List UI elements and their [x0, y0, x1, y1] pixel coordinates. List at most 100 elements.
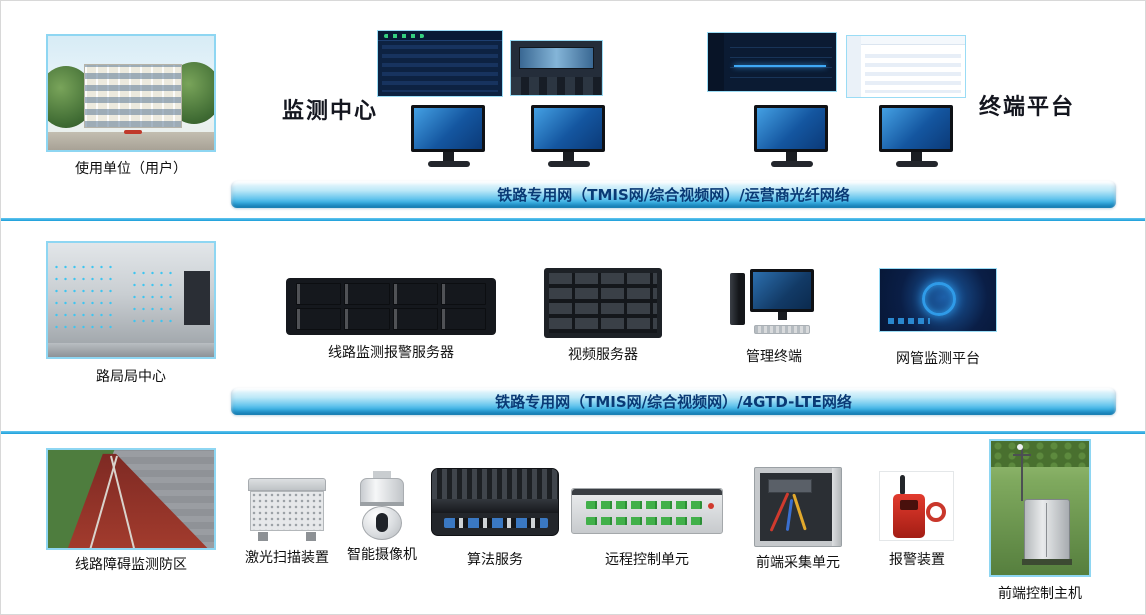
pc-screen [757, 108, 825, 149]
rcu-top-strip [572, 489, 722, 495]
tier-separator-1 [1, 218, 1145, 221]
cable-coil [926, 502, 946, 522]
pc-stand [778, 312, 787, 320]
server-rack-art-left [52, 261, 116, 337]
screenshot-sidebar [708, 33, 724, 91]
workstation-3 [732, 105, 828, 171]
alarm-device [879, 471, 954, 541]
cabinet-base [1022, 559, 1072, 565]
sensor-pole [1021, 447, 1023, 501]
pc-tower [509, 109, 526, 167]
video-server [544, 268, 662, 338]
drive-bay [344, 308, 390, 330]
alarm-server-label: 线路监测报警服务器 [328, 345, 454, 361]
management-terminal-label: 管理终端 [746, 349, 802, 365]
server-rack-art-right [184, 271, 210, 325]
algorithm-service-device [431, 468, 559, 536]
foliage-art [991, 441, 1089, 467]
scanner-leg [258, 532, 268, 541]
scanner-leg [306, 532, 316, 541]
bureau-center-label: 路局局中心 [96, 369, 166, 385]
pc-screen [753, 272, 811, 309]
frontend-control-host-label: 前端控制主机 [998, 586, 1082, 602]
management-terminal [728, 267, 820, 339]
network-bus-middle: 铁路专用网（TMIS网/综合视频网）/4GTD-LTE网络 [231, 388, 1116, 415]
radio-screen [900, 500, 918, 510]
drive-bays [296, 283, 486, 330]
network-bus-top: 铁路专用网（TMIS网/综合视频网）/运营商光纤网络 [231, 181, 1116, 208]
smart-camera-label: 智能摄像机 [347, 547, 417, 563]
bureau-center-photo [46, 241, 216, 359]
drive-bay [440, 308, 486, 330]
device-midband [432, 499, 558, 513]
camera-lens [376, 513, 388, 532]
nms-platform-screenshot [879, 268, 997, 332]
terminal-block-row [586, 501, 702, 509]
terminal-platform-title: 终端平台 [979, 95, 1076, 120]
pc-monitor [754, 105, 828, 152]
pc-base [771, 161, 813, 167]
screenshot-sidebar [847, 36, 861, 97]
terminal-block-row [586, 517, 702, 525]
wire-blue [785, 498, 794, 532]
alarm-device-label: 报警装置 [889, 552, 945, 568]
network-bus-top-label: 铁路专用网（TMIS网/综合视频网）/运营商光纤网络 [497, 186, 850, 204]
screenshot-toolbar [861, 36, 965, 45]
pc-monitor [750, 269, 814, 312]
pc-base [896, 161, 938, 167]
workstation-4 [857, 105, 953, 171]
cabinet-interior [760, 473, 836, 541]
entrance-sign-art [124, 130, 142, 134]
pc-stand [443, 152, 454, 161]
cabinet-door-line [1046, 503, 1047, 557]
storage-bays [549, 273, 657, 333]
device-ports [444, 518, 548, 528]
video-server-label: 视频服务器 [568, 347, 638, 363]
pc-monitor [531, 105, 605, 152]
keyboard [754, 325, 810, 334]
user-unit-photo [46, 34, 216, 152]
drive-bay [296, 308, 342, 330]
pc-tower [732, 109, 749, 167]
inner-module [768, 479, 812, 493]
defense-zone-label: 线路障碍监测防区 [75, 557, 187, 573]
defense-zone-photo [46, 448, 216, 550]
network-bus-middle-label: 铁路专用网（TMIS网/综合视频网）/4GTD-LTE网络 [495, 393, 852, 411]
pc-screen [882, 108, 950, 149]
pc-screen [534, 108, 602, 149]
camera-mount [373, 471, 391, 478]
screenshot-rows [382, 45, 498, 92]
tier-separator-2 [1, 431, 1145, 434]
terminal-table-screenshot [846, 35, 966, 98]
terminal-dashboard-screenshot [707, 32, 837, 92]
control-room-photo [510, 40, 603, 96]
scanner-body [250, 491, 324, 531]
screenshot-rows [865, 49, 961, 93]
pc-screen [414, 108, 482, 149]
pc-monitor [411, 105, 485, 152]
frontend-collection-unit-device [754, 467, 842, 547]
camera-band [360, 502, 404, 506]
floor-art [48, 343, 214, 357]
pc-base [428, 161, 470, 167]
smart-camera-device [351, 471, 413, 541]
remote-control-unit-device [571, 488, 723, 534]
collection-unit-label: 前端采集单元 [756, 555, 840, 571]
pc-tower [389, 109, 406, 167]
building-art [84, 64, 182, 128]
drive-bay [392, 283, 438, 305]
pc-stand [786, 152, 797, 161]
laser-scanner-label: 激光扫描装置 [245, 550, 329, 566]
nms-bars-art [888, 318, 930, 324]
nms-ring-art [922, 282, 956, 316]
sensor-ball [1017, 444, 1023, 450]
drive-bay [392, 308, 438, 330]
remote-control-unit-label: 远程控制单元 [605, 552, 689, 568]
line-monitoring-alarm-server [286, 278, 496, 335]
radio-antenna [900, 475, 905, 495]
scanner-lid [248, 478, 326, 491]
control-cabinet [1024, 499, 1070, 561]
user-unit-label: 使用单位（用户） [75, 161, 187, 177]
wire-yellow [792, 493, 807, 531]
